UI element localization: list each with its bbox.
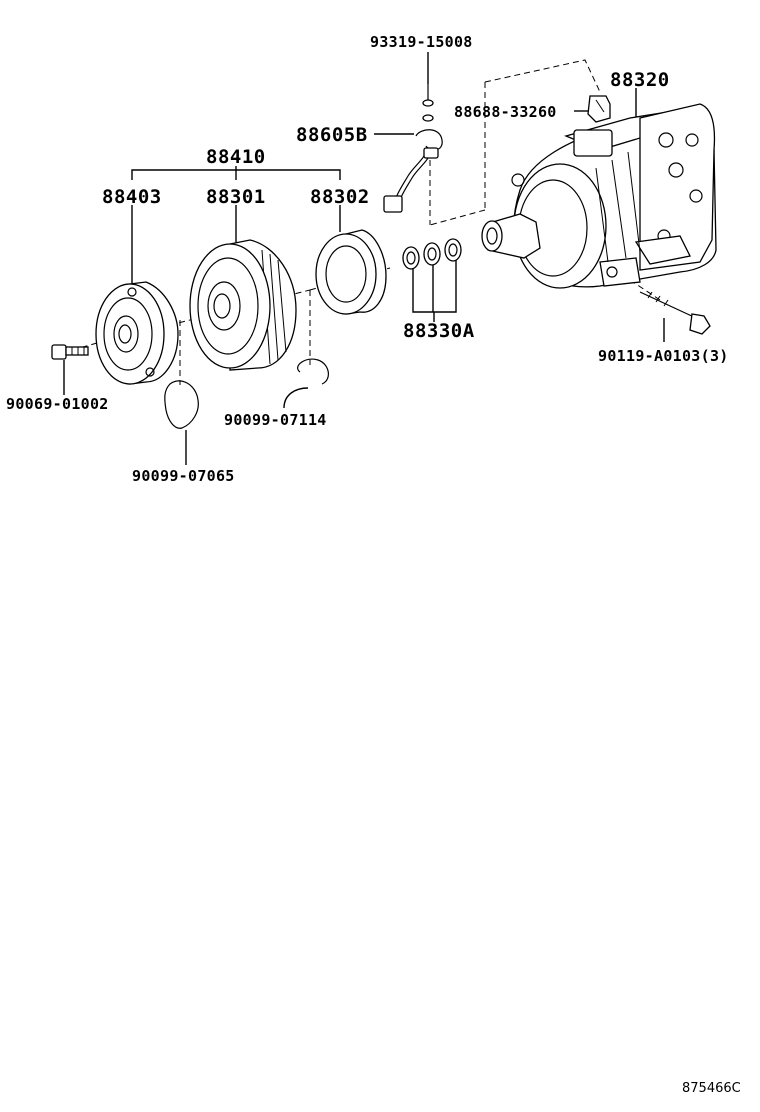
part-number-labels: 93319-15008 88320 88688-33260 88605B 884…: [6, 33, 741, 1096]
clutch-hub-88403-drawing: [95, 281, 179, 385]
label-90069-01002[interactable]: 90069-01002: [6, 395, 109, 413]
label-88410[interactable]: 88410: [206, 146, 266, 168]
label-90099-07065[interactable]: 90099-07065: [132, 467, 235, 485]
screw-93319-drawing: [422, 84, 434, 122]
leader-lines: [63, 52, 665, 465]
label-90119-A0103[interactable]: 90119-A0103(3): [598, 347, 729, 365]
diagram-reference-number: 875466C: [682, 1081, 741, 1096]
snap-ring-90099-07065-drawing: [164, 380, 199, 429]
label-90099-07114[interactable]: 90099-07114: [224, 411, 327, 429]
label-88301[interactable]: 88301: [206, 186, 266, 208]
stator-88302-drawing: [315, 229, 387, 315]
snap-ring-90099-07114-drawing: [297, 358, 329, 385]
label-88605B[interactable]: 88605B: [296, 124, 368, 146]
clamp-88688-drawing: [587, 95, 611, 123]
label-88688-33260[interactable]: 88688-33260: [454, 103, 557, 121]
label-93319-15008[interactable]: 93319-15008: [370, 33, 473, 51]
label-88403[interactable]: 88403: [102, 186, 162, 208]
label-88320[interactable]: 88320: [610, 69, 670, 91]
shims-88330A-drawing: [402, 238, 462, 270]
wire-harness-88605B-drawing: [383, 129, 443, 213]
label-88302[interactable]: 88302: [310, 186, 370, 208]
pulley-88301-drawing: [189, 239, 297, 371]
bolt-90069-drawing: [51, 344, 89, 360]
bolt-90119-drawing: [639, 291, 711, 335]
compressor-88320-drawing: [481, 103, 717, 289]
label-88330A[interactable]: 88330A: [403, 320, 475, 342]
